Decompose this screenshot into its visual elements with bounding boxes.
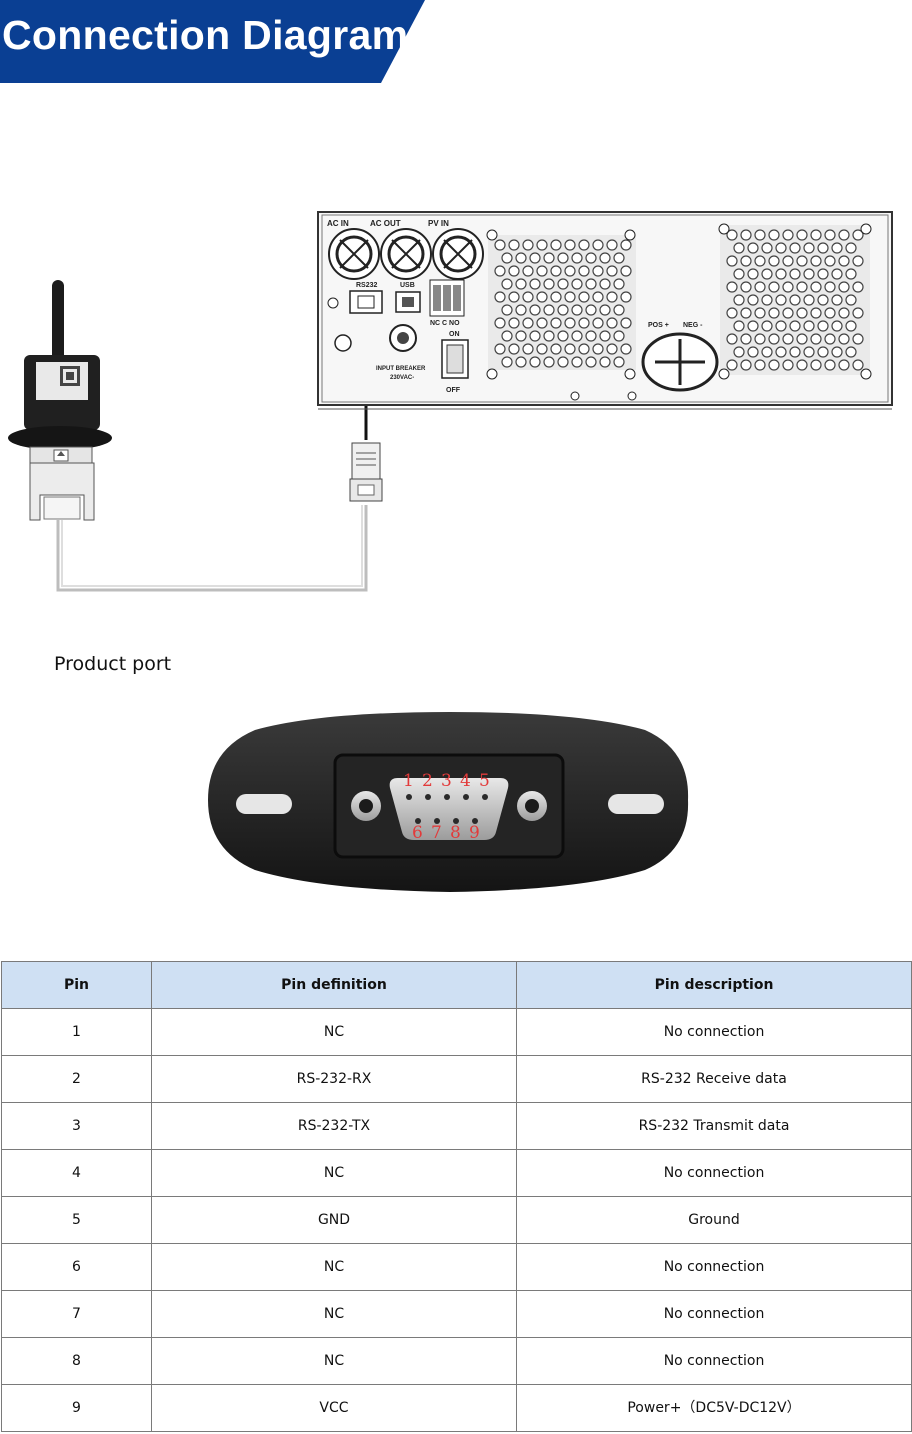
terminal-ac-out — [380, 228, 432, 280]
ac-out-label: AC OUT — [370, 219, 401, 228]
pin-label-5: 5 — [479, 771, 490, 791]
mount-hole-left — [236, 794, 292, 814]
cell-pin: 9 — [1, 1384, 152, 1432]
cell-description: RS-232 Receive data — [516, 1055, 912, 1103]
pos-label: POS + — [648, 322, 669, 329]
pin-label-1: 1 — [403, 771, 414, 791]
header-pin-description: Pin description — [516, 961, 912, 1009]
cell-description: No connection — [516, 1149, 912, 1197]
cell-pin: 8 — [1, 1337, 152, 1385]
pin-label-8: 8 — [450, 823, 461, 843]
cell-definition: NC — [151, 1008, 517, 1056]
header-banner: Connection Diagram — [0, 0, 425, 83]
cell-pin: 2 — [1, 1055, 152, 1103]
neg-label: NEG - — [683, 322, 703, 329]
usb-label: USB — [400, 282, 415, 289]
cell-pin: 1 — [1, 1008, 152, 1056]
table-row: 9 VCC Power+（DC5V-DC12V） — [1, 1384, 912, 1432]
cell-definition: RS-232-RX — [151, 1055, 517, 1103]
antenna-icon — [52, 280, 64, 366]
db9-shell — [389, 778, 509, 840]
pin-number-labels: 1 2 3 4 5 6 7 8 9 — [403, 771, 490, 843]
table-row: 2 RS-232-RX RS-232 Receive data — [1, 1055, 912, 1103]
header-pin-definition: Pin definition — [151, 961, 517, 1009]
table-row: 3 RS-232-TX RS-232 Transmit data — [1, 1102, 912, 1150]
cell-description: RS-232 Transmit data — [516, 1102, 912, 1150]
cell-pin: 7 — [1, 1290, 152, 1338]
cell-pin: 4 — [1, 1149, 152, 1197]
cell-definition: GND — [151, 1196, 517, 1244]
pv-in-label: PV IN — [428, 219, 449, 228]
mount-hole-right — [608, 794, 664, 814]
cell-pin: 6 — [1, 1243, 152, 1291]
cell-pin: 5 — [1, 1196, 152, 1244]
rs232-port — [349, 290, 383, 314]
header-pin: Pin — [1, 961, 152, 1009]
relay-label: NC C NO — [430, 320, 460, 327]
cell-definition: NC — [151, 1337, 517, 1385]
on-label: ON — [449, 331, 460, 338]
cell-description: Power+（DC5V-DC12V） — [516, 1384, 912, 1432]
table-row: 1 NC No connection — [1, 1008, 912, 1056]
pin-label-3: 3 — [441, 771, 452, 791]
page-title: Connection Diagram — [2, 12, 409, 58]
product-port-label: Product port — [54, 653, 172, 675]
table-row: 5 GND Ground — [1, 1196, 912, 1244]
off-label: OFF — [446, 387, 461, 394]
pin-label-7: 7 — [431, 823, 442, 843]
table-row: 8 NC No connection — [1, 1337, 912, 1385]
cell-description: No connection — [516, 1337, 912, 1385]
terminal-pv-in — [432, 228, 484, 280]
cell-definition: NC — [151, 1243, 517, 1291]
cell-definition: VCC — [151, 1384, 517, 1432]
terminal-ac-in — [328, 228, 380, 280]
ground-screw — [334, 334, 352, 352]
pins — [406, 794, 488, 824]
ac-in-label: AC IN — [327, 219, 349, 228]
cell-description: No connection — [516, 1290, 912, 1338]
cell-pin: 3 — [1, 1102, 152, 1150]
connection-diagram: AC IN AC OUT PV IN RS232 USB — [8, 211, 893, 592]
vent-grid-right — [720, 225, 870, 375]
pin-label-9: 9 — [469, 823, 480, 843]
vent-grid-left — [488, 235, 636, 370]
cell-definition: RS-232-TX — [151, 1102, 517, 1150]
pin-label-4: 4 — [460, 771, 471, 791]
table-header-row: Pin Pin definition Pin description — [1, 961, 912, 1009]
table-row: 6 NC No connection — [1, 1243, 912, 1291]
pin-label-2: 2 — [422, 771, 433, 791]
cell-description: No connection — [516, 1243, 912, 1291]
rs232-label: RS232 — [356, 282, 378, 289]
cable — [56, 505, 368, 592]
pin-label-6: 6 — [412, 823, 423, 843]
rj45-plug — [349, 442, 383, 502]
wifi-dongle — [8, 280, 112, 521]
banner-shape — [0, 0, 425, 83]
pin-table: Pin Pin definition Pin description 1 NC … — [1, 961, 912, 1432]
table-row: 7 NC No connection — [1, 1290, 912, 1338]
cell-definition: NC — [151, 1290, 517, 1338]
breaker-rating-label: 230VAC- — [390, 375, 414, 381]
cell-description: No connection — [516, 1008, 912, 1056]
cell-definition: NC — [151, 1149, 517, 1197]
inverter-rear-panel: AC IN AC OUT PV IN RS232 USB — [317, 211, 893, 410]
table-row: 4 NC No connection — [1, 1149, 912, 1197]
cell-description: Ground — [516, 1196, 912, 1244]
db9-port-photo: 1 2 3 4 5 6 7 8 9 — [208, 712, 689, 892]
breaker-label: INPUT BREAKER — [376, 366, 426, 372]
